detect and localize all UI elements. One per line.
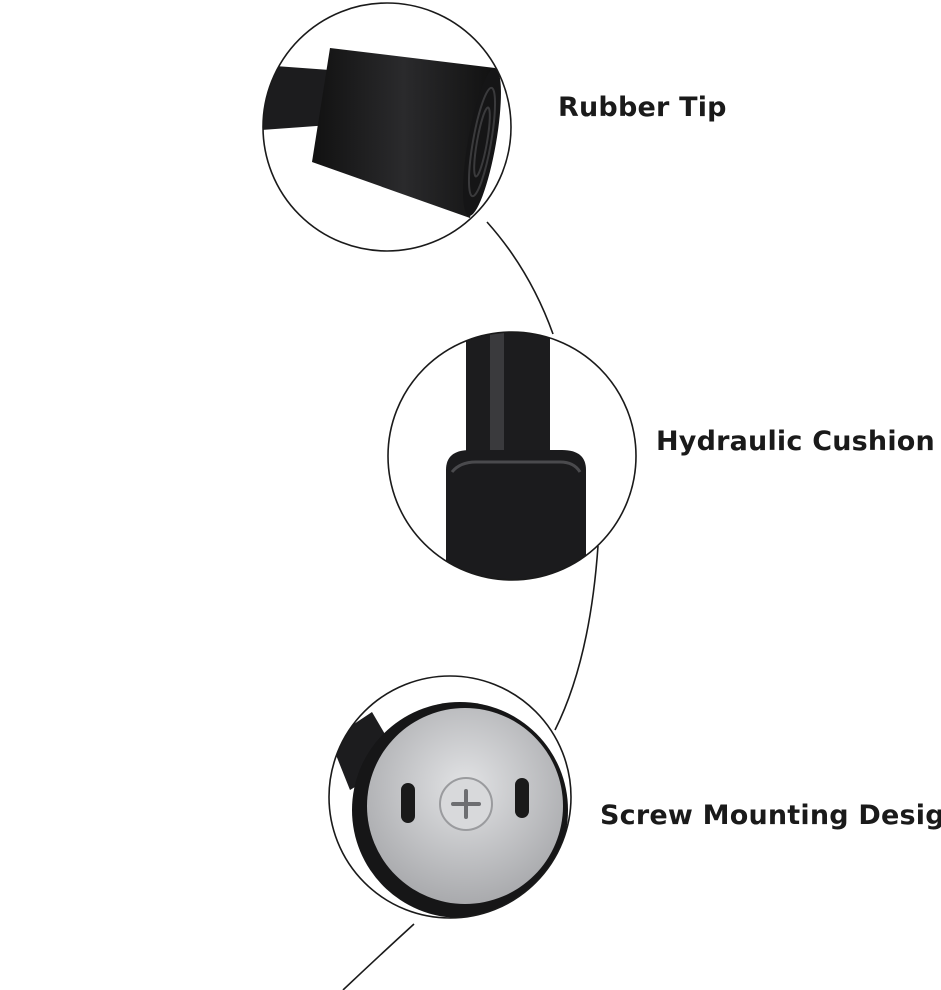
connector-line: [342, 221, 599, 990]
hydraulic-cushion-label: Hydraulic Cushion: [656, 426, 935, 457]
hydraulic-cushion-image: [387, 331, 637, 581]
screw-mounting-image: [328, 675, 572, 919]
rubber-tip-label: Rubber Tip: [558, 92, 727, 123]
screw-mounting-design-label: Screw Mounting Design: [600, 800, 941, 831]
rubber-tip-image: [262, 2, 512, 252]
